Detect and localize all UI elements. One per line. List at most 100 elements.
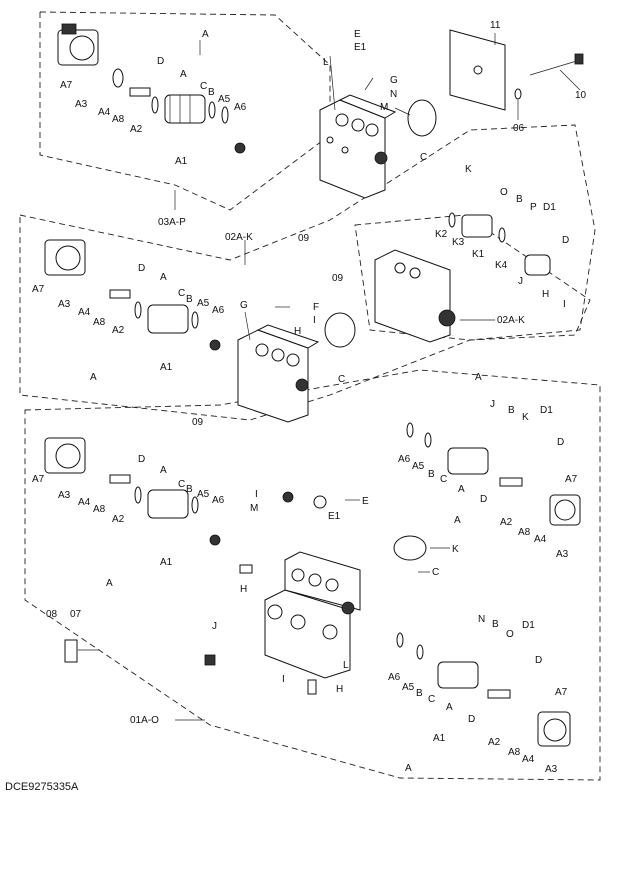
label-a6-mid: A6 [212, 305, 225, 316]
label-i-bottom: I [255, 489, 258, 500]
label-a-spool-right-upper: A [458, 484, 465, 495]
label-11: 11 [490, 20, 501, 31]
label-b-right: B [516, 194, 523, 205]
label-b-top: B [208, 87, 215, 98]
label-a-spool-mid: A [160, 272, 167, 283]
label-a2-right-upper: A2 [500, 517, 513, 528]
plate-h-middle [324, 312, 356, 348]
plate-m-top [407, 99, 437, 137]
label-a-spool-right-lower: A [446, 702, 453, 713]
spool-middle [109, 289, 221, 351]
label-a2-top: A2 [130, 124, 143, 135]
label-a6-right-upper: A6 [398, 454, 411, 465]
drawing-code: DCE9275335A [5, 781, 79, 793]
label-a7-mid: A7 [32, 284, 45, 295]
label-02a-k-left: 02A-K [225, 232, 253, 243]
label-a5-right-upper: A5 [412, 461, 425, 472]
solenoid-middle-left [44, 239, 86, 276]
label-j-top: J [518, 276, 523, 287]
k-cartridge-top [448, 212, 551, 276]
label-b-bottom: B [186, 484, 193, 495]
label-09-bottom: 09 [192, 417, 204, 428]
label-d-mid-right: D [557, 437, 564, 448]
label-a4-bottom: A4 [78, 497, 91, 508]
part-labels: A A7 A3 A4 A8 A2 A1 D A C B A5 A6 03A-P … [32, 20, 587, 775]
label-o-bottom: O [506, 629, 514, 640]
label-h-top: H [542, 289, 549, 300]
label-a2-mid: A2 [112, 325, 125, 336]
label-k-bottom: K [452, 544, 459, 555]
valve-block-02a-k [374, 249, 456, 343]
label-h-bottom-lower: H [336, 684, 343, 695]
label-e1-bottom: E1 [328, 511, 341, 522]
label-a3-mid: A3 [58, 299, 71, 310]
label-a4-right-lower: A4 [522, 754, 535, 765]
label-k2: K2 [435, 229, 448, 240]
label-a5-right-lower: A5 [402, 682, 415, 693]
group-03a-p-boundary [39, 11, 331, 211]
spool-right-upper [406, 422, 581, 526]
label-a4-right-upper: A4 [534, 534, 547, 545]
label-k3: K3 [452, 237, 465, 248]
label-d-bottom: D [138, 454, 145, 465]
label-a-spool-top: A [180, 69, 187, 80]
leader-lines [78, 33, 581, 721]
label-d-bottom-right: D [535, 655, 542, 666]
label-h-mid: H [294, 326, 301, 337]
label-a-right-upper: A [475, 372, 482, 383]
label-a-bottom: A [106, 578, 113, 589]
label-b-mid: B [186, 294, 193, 305]
label-a3-top: A3 [75, 99, 88, 110]
solenoid-bottom-left [44, 437, 86, 474]
label-a7-bottom: A7 [32, 474, 45, 485]
label-c-right-lower: C [428, 694, 435, 705]
label-d-right: D [562, 235, 569, 246]
label-a6-bottom: A6 [212, 495, 225, 506]
label-d1-mid: D1 [540, 405, 553, 416]
label-e-top: E [354, 29, 361, 40]
label-k4: K4 [495, 260, 508, 271]
label-d-top: D [157, 56, 164, 67]
label-n-top: N [390, 89, 397, 100]
label-d1-bottom: D1 [522, 620, 535, 631]
bolt-10 [514, 53, 584, 100]
group-02a-k-boundary [19, 124, 596, 421]
label-b-bottom-right: B [492, 619, 499, 630]
label-c-block-top: C [420, 152, 427, 163]
label-k-top: K [465, 164, 472, 175]
label-l-bottom: L [343, 660, 349, 671]
fittings-bottom [64, 491, 327, 695]
plate-k-bottom [393, 535, 427, 561]
label-g-mid: G [240, 300, 248, 311]
label-a8-top: A8 [112, 114, 125, 125]
label-a8-right-lower: A8 [508, 747, 521, 758]
label-m-bottom: M [250, 503, 258, 514]
label-e1-top: E1 [354, 42, 367, 53]
label-d-mid: D [138, 263, 145, 274]
label-a-spool-bottom: A [160, 465, 167, 476]
label-a7-right-upper: A7 [565, 474, 578, 485]
spool-bottom-left [109, 474, 221, 546]
label-a7-right-lower: A7 [555, 687, 568, 698]
label-n-bottom: N [478, 614, 485, 625]
label-l-top: L [323, 57, 329, 68]
label-a7-top: A7 [60, 80, 73, 91]
label-a1-bottom: A1 [160, 557, 173, 568]
label-c-right-upper: C [440, 474, 447, 485]
label-c-top: C [200, 81, 207, 92]
label-g-top: G [390, 75, 398, 86]
label-a8-right-upper: A8 [518, 527, 531, 538]
label-o-top: O [500, 187, 508, 198]
label-i-bottom-lower: I [282, 674, 285, 685]
valve-block-bottom [264, 551, 361, 679]
label-k1: K1 [472, 249, 485, 260]
cover-plate-11 [449, 29, 506, 111]
spool-top [112, 68, 246, 154]
label-01a-o: 01A-O [130, 715, 159, 726]
label-a2-right-lower: A2 [488, 737, 501, 748]
label-02a-k-right: 02A-K [497, 315, 525, 326]
label-b-right-upper: B [428, 469, 435, 480]
label-a6-right-lower: A6 [388, 672, 401, 683]
